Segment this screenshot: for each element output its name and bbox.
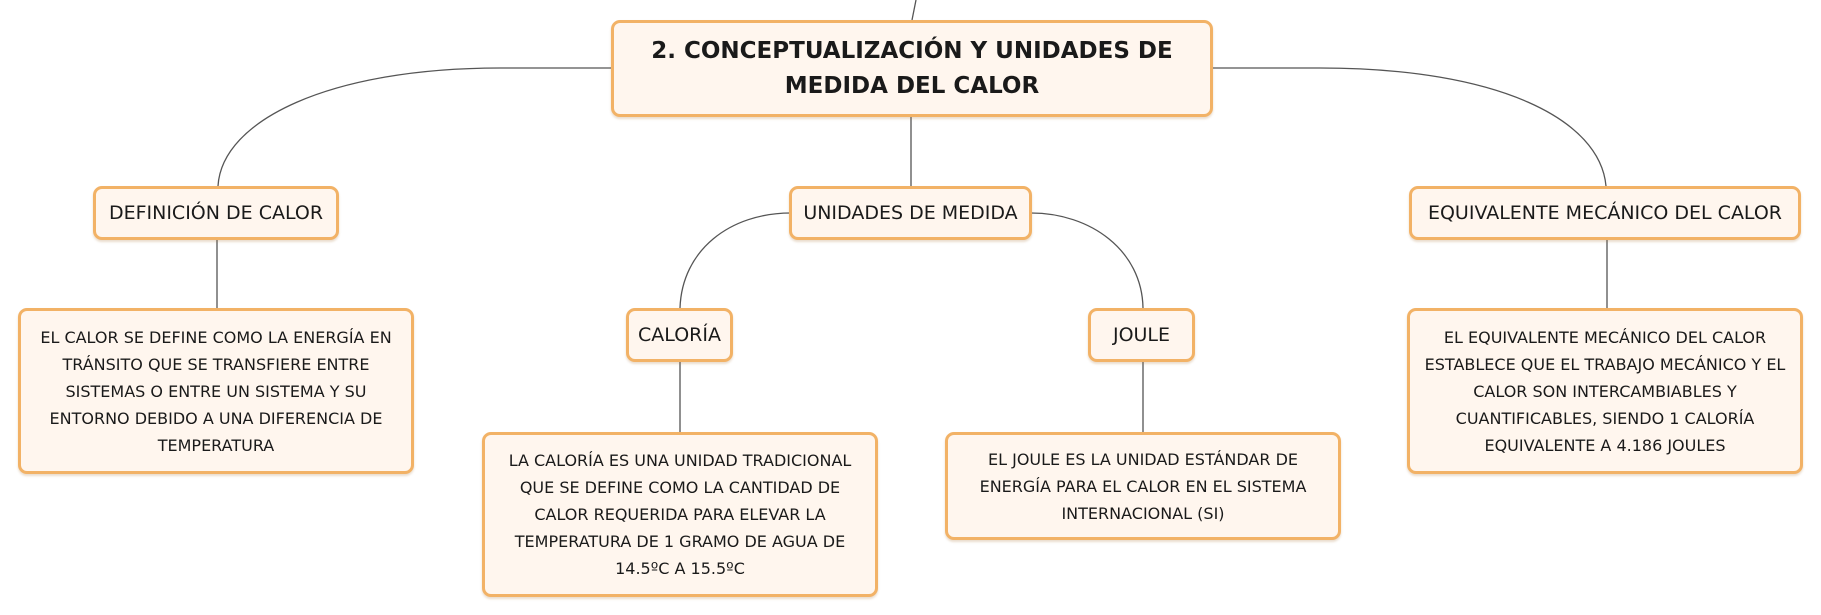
topic-definicion-label: DEFINICIÓN DE CALOR (108, 202, 324, 224)
detail-joule-text: EL JOULE ES LA UNIDAD ESTÁNDAR DE ENERGÍ… (979, 449, 1307, 523)
topic-definicion-node[interactable]: DEFINICIÓN DE CALOR (93, 186, 339, 240)
root-topic-label: 2. CONCEPTUALIZACIÓN Y UNIDADES DE MEDID… (651, 37, 1173, 99)
topic-unidades-node[interactable]: UNIDADES DE MEDIDA (789, 186, 1032, 240)
subtopic-caloria-label: CALORÍA (638, 324, 721, 346)
detail-equivalente-text: EL EQUIVALENTE MECÁNICO DEL CALOR ESTABL… (1424, 327, 1786, 455)
topic-equivalente-node[interactable]: EQUIVALENTE MECÁNICO DEL CALOR (1409, 186, 1801, 240)
connector-root-definicion (217, 67, 612, 187)
topic-equivalente-label: EQUIVALENTE MECÁNICO DEL CALOR (1427, 202, 1783, 224)
detail-caloria-text: LA CALORÍA ES UNA UNIDAD TRADICIONAL QUE… (508, 451, 852, 578)
detail-definicion-node[interactable]: EL CALOR SE DEFINE COMO LA ENERGÍA EN TR… (18, 308, 414, 474)
subtopic-joule-label: JOULE (1112, 324, 1171, 346)
connector-parent-root (911, 0, 917, 21)
detail-definicion-text: EL CALOR SE DEFINE COMO LA ENERGÍA EN TR… (40, 327, 392, 455)
subtopic-joule-node[interactable]: JOULE (1088, 308, 1195, 362)
connector-unidades-caloria (679, 212, 792, 309)
connector-root-equivalente (1212, 67, 1607, 187)
root-topic-node[interactable]: 2. CONCEPTUALIZACIÓN Y UNIDADES DE MEDID… (611, 20, 1213, 117)
topic-unidades-label: UNIDADES DE MEDIDA (803, 202, 1018, 224)
detail-joule-node[interactable]: EL JOULE ES LA UNIDAD ESTÁNDAR DE ENERGÍ… (945, 432, 1341, 540)
detail-equivalente-node[interactable]: EL EQUIVALENTE MECÁNICO DEL CALOR ESTABL… (1407, 308, 1803, 474)
connector-unidades-joule (1030, 212, 1144, 309)
detail-caloria-node[interactable]: LA CALORÍA ES UNA UNIDAD TRADICIONAL QUE… (482, 432, 878, 597)
subtopic-caloria-node[interactable]: CALORÍA (626, 308, 733, 362)
